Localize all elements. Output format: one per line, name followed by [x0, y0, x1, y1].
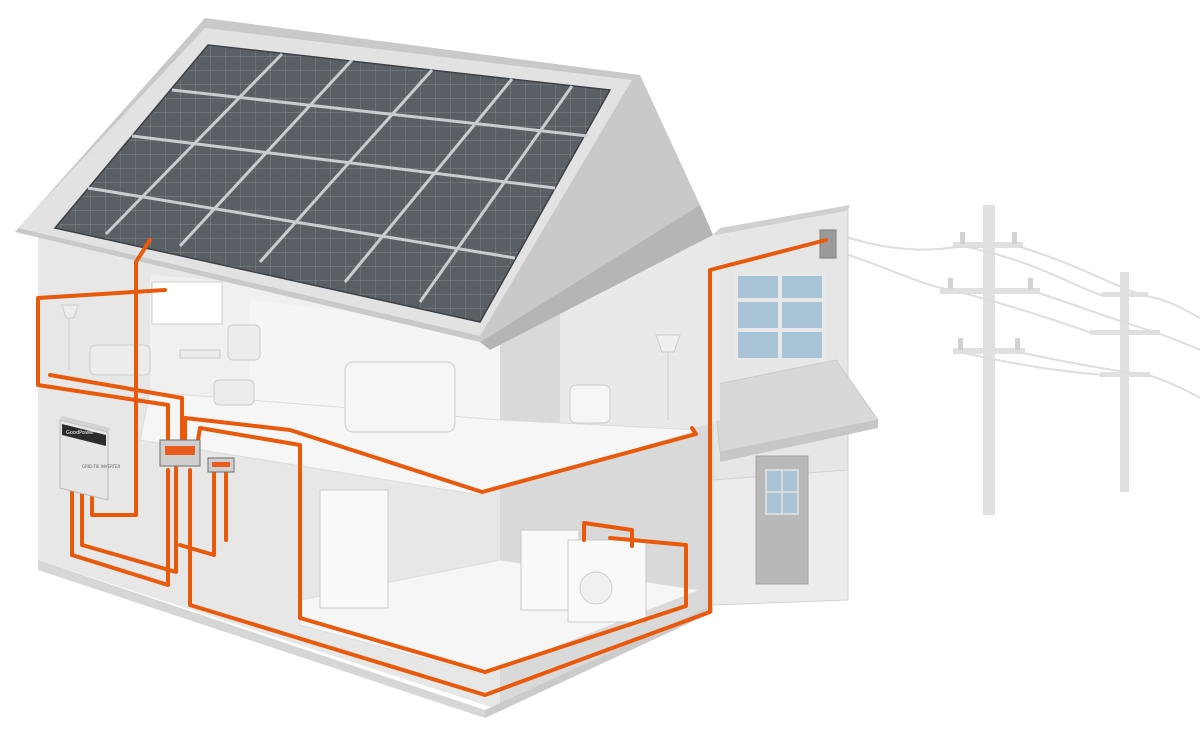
dryer-door-icon — [579, 571, 613, 605]
wire-living-room — [48, 373, 184, 457]
wire-solar-to-inverter — [90, 238, 152, 517]
wire-inverter-down-a — [70, 468, 170, 587]
annex-window — [734, 272, 826, 362]
power-pole-left — [940, 205, 1040, 515]
wire-upper-floor-loop — [36, 288, 170, 447]
fridge-icon — [319, 489, 389, 609]
roof — [15, 18, 713, 350]
wire-meter-to-grid — [188, 238, 828, 697]
furniture — [61, 281, 681, 623]
coffee-table-icon — [179, 349, 221, 359]
wire-bedroom — [183, 416, 698, 494]
floor-lamp-left — [61, 304, 79, 370]
electrical-devices: GoodPower GRID-TIE INVERTER — [59, 416, 235, 501]
armchair-icon — [227, 324, 261, 361]
power-pole-icon — [839, 205, 1200, 515]
power-wiring — [36, 238, 828, 697]
wire-laundry — [582, 521, 634, 548]
solar-panel-icon — [53, 44, 612, 323]
side-chair-icon — [213, 379, 255, 406]
garage-annex — [712, 205, 879, 606]
utility-meter-icon — [819, 229, 837, 259]
annex-door — [755, 455, 809, 585]
bedroom-armchair-icon — [569, 384, 611, 424]
sofa-icon — [89, 344, 151, 376]
bed-icon — [344, 361, 456, 433]
power-pole-right — [1090, 272, 1160, 492]
inverter-brand: GoodPower — [66, 430, 95, 436]
inverter-icon: GoodPower GRID-TIE INVERTER — [59, 416, 121, 501]
wire-subpanel — [178, 468, 216, 557]
wire-ground-floor — [196, 426, 688, 674]
floor-lamp-right — [655, 334, 681, 420]
breaker-box-icon — [159, 439, 201, 467]
inverter-model: GRID-TIE INVERTER — [82, 464, 121, 469]
meter-box-icon — [207, 457, 235, 473]
wire-inverter-down-b — [80, 466, 178, 574]
power-lines — [839, 234, 1200, 399]
